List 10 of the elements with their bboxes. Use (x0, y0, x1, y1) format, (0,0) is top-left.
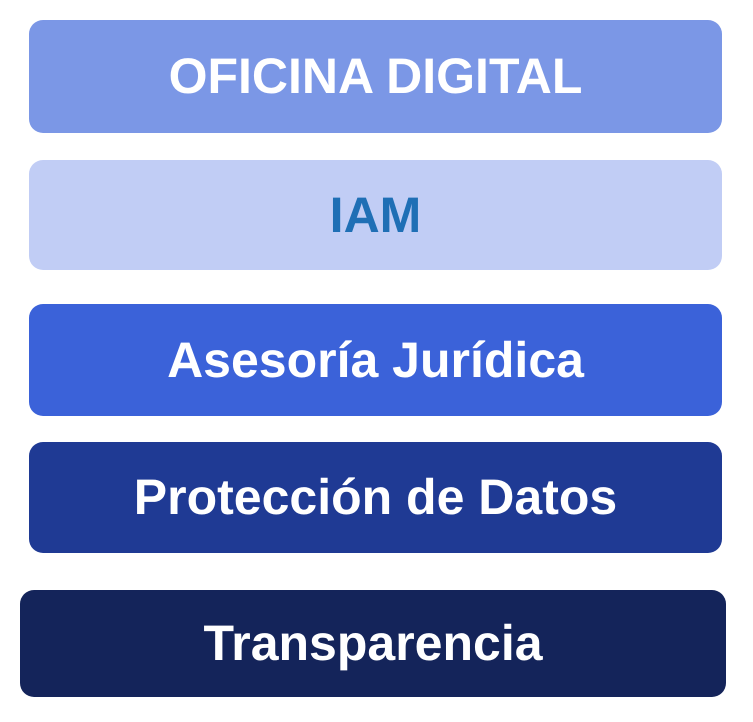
layer-band (20, 590, 726, 697)
band-title: IAM (330, 186, 422, 245)
layer-band (29, 20, 722, 133)
band-title: OFICINA DIGITAL (168, 47, 582, 106)
layer-band (29, 442, 722, 553)
layer-band (29, 304, 722, 416)
band-title: Transparencia (203, 614, 543, 674)
layer-band (29, 160, 722, 270)
band-title: Asesoría Jurídica (167, 330, 584, 390)
band-title: Protección de Datos (134, 468, 618, 528)
